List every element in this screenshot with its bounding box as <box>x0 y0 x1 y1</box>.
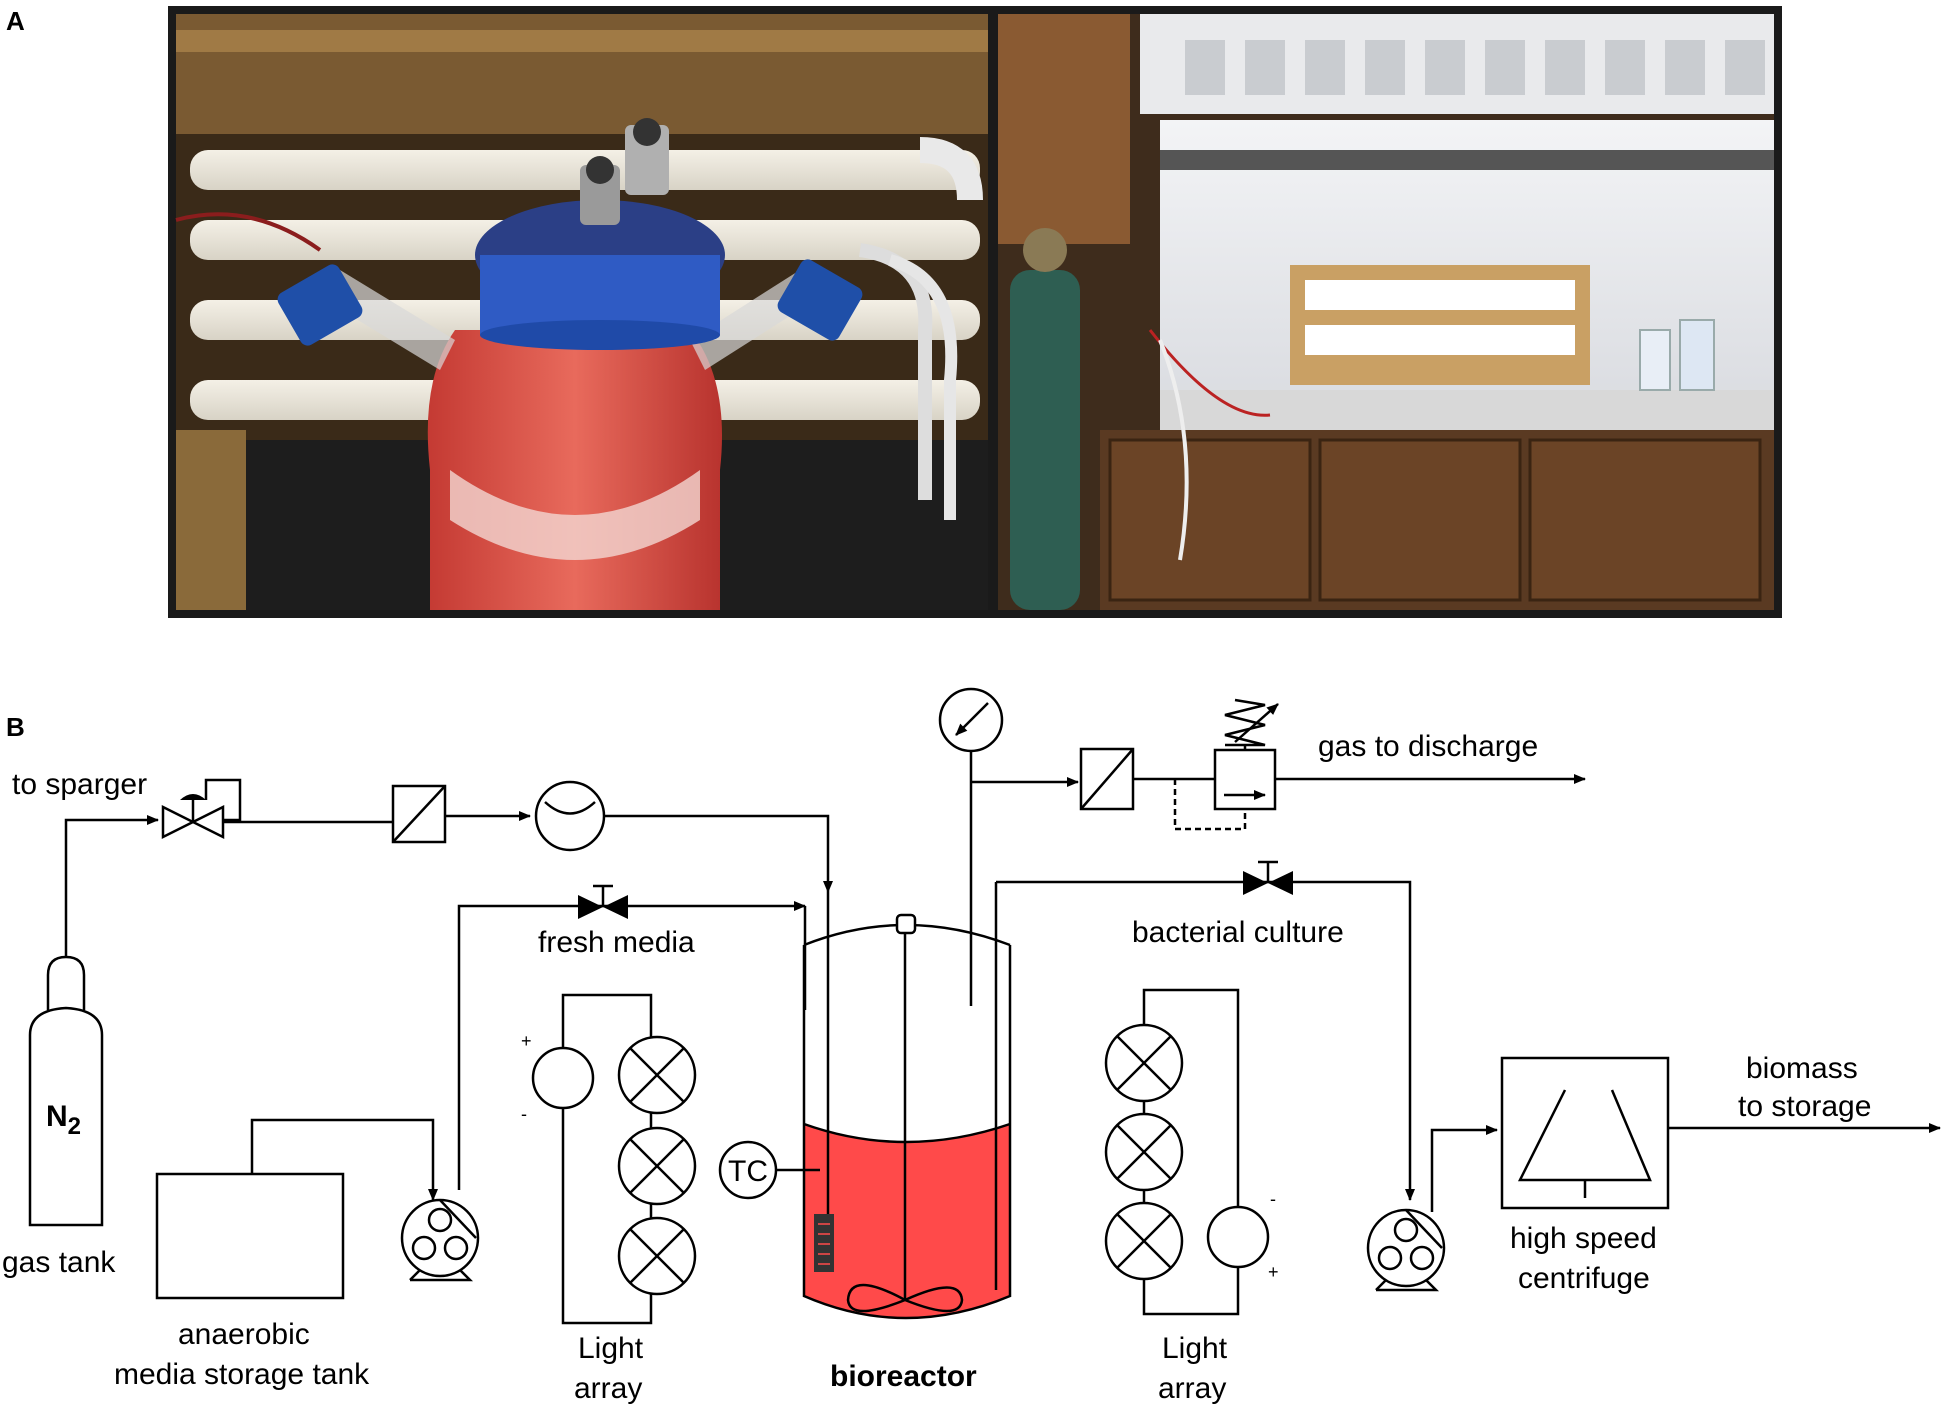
centrifuge-label-1: high speed <box>1510 1222 1657 1255</box>
temperature-controller: TC <box>718 1140 820 1200</box>
anaerobic-media-storage-tank <box>155 1172 345 1300</box>
pressure-regulator-valve <box>161 778 242 840</box>
light-array-right-label-2: array <box>1158 1372 1226 1405</box>
fresh-media-line <box>457 901 806 1190</box>
bacterial-culture-label: bacterial culture <box>1132 916 1344 949</box>
panel-a-label: A <box>6 6 25 36</box>
peristaltic-pump-media <box>400 1198 480 1282</box>
panel-b-label: B <box>6 712 25 742</box>
bioreactor-vessel <box>802 882 1012 1320</box>
biomass-label-1: biomass <box>1746 1052 1858 1085</box>
high-speed-centrifuge <box>1500 1056 1670 1210</box>
photo-bioreactor-flask <box>168 6 992 618</box>
peristaltic-pump-culture <box>1366 1208 1446 1292</box>
gas-flow-meter <box>534 780 606 852</box>
gas-to-discharge-label: gas to discharge <box>1318 730 1538 763</box>
gas-tank: N2 <box>28 955 104 1227</box>
back-pressure-regulator <box>1173 698 1279 831</box>
culture-line-to-centrifuge <box>1430 1125 1498 1212</box>
to-sparger-label: to sparger <box>12 768 147 801</box>
light-array-left: + - <box>521 993 697 1325</box>
light-array-left-label-2: array <box>574 1372 642 1405</box>
bacterial-culture-line <box>996 880 1415 1201</box>
storage-tank-label-2: media storage tank <box>114 1358 370 1391</box>
bioreactor-label: bioreactor <box>830 1360 977 1393</box>
minus-sign-right: - <box>1270 1189 1276 1209</box>
plus-sign-left: + <box>521 1031 532 1051</box>
gas-line-to-bioreactor <box>604 814 833 893</box>
bioreactor-media <box>804 1124 1010 1318</box>
light-array-left-label-1: Light <box>578 1332 644 1365</box>
n2-main: N <box>46 1100 68 1133</box>
biomass-label-2: to storage <box>1738 1090 1871 1123</box>
plus-sign-right: + <box>1268 1262 1279 1282</box>
light-array-right: - + <box>1104 988 1279 1316</box>
bacterial-culture-valve <box>1243 860 1293 895</box>
media-line-to-pump <box>250 1118 438 1201</box>
gas-supply-line <box>64 815 159 957</box>
storage-tank-label-1: anaerobic <box>178 1318 310 1351</box>
minus-sign-left: - <box>521 1104 527 1124</box>
photo-fume-hood-setup <box>992 6 1782 618</box>
gas-tank-label: gas tank <box>2 1246 116 1279</box>
gas-filter-inlet <box>391 784 447 844</box>
pressure-gauge <box>938 687 1004 753</box>
fresh-media-label: fresh media <box>538 926 695 959</box>
n2-subscript: 2 <box>68 1113 81 1140</box>
centrifuge-label-2: centrifuge <box>1518 1262 1650 1295</box>
gas-filter-outlet <box>1079 747 1135 811</box>
tc-label: TC <box>728 1155 768 1188</box>
fresh-media-valve <box>578 884 628 919</box>
n2-label: N2 <box>46 1100 81 1140</box>
light-array-right-label-1: Light <box>1162 1332 1228 1365</box>
